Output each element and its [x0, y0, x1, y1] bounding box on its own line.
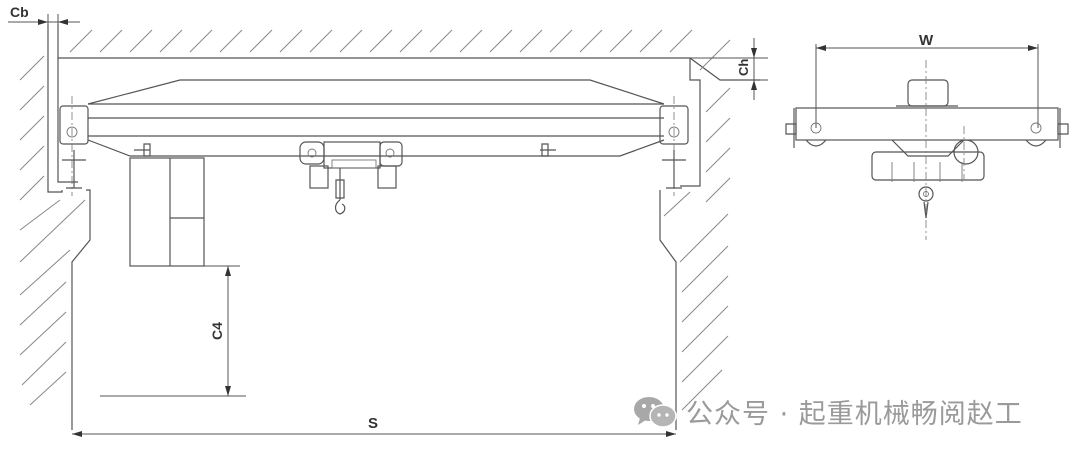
dimension-ch: Ch	[690, 38, 768, 100]
label-cb: Cb	[10, 4, 29, 20]
right-wall	[659, 58, 731, 430]
watermark: 公众号 · 起重机械畅阅赵工	[632, 392, 1023, 431]
side-view: W	[785, 32, 1069, 240]
label-width: W	[919, 32, 934, 49]
wechat-icon	[632, 395, 678, 429]
watermark-text: 公众号 · 起重机械畅阅赵工	[686, 399, 1023, 430]
label-c4: C4	[209, 322, 225, 340]
main-girder	[87, 79, 665, 157]
label-span: S	[368, 415, 378, 432]
dimension-span: S	[72, 415, 676, 437]
ceiling-hatching	[57, 24, 760, 81]
right-end-carriage	[659, 96, 689, 196]
left-wall	[19, 24, 91, 430]
hoist-trolley	[299, 141, 403, 215]
dimension-cb: Cb	[8, 4, 80, 60]
left-end-carriage	[59, 96, 89, 196]
dimension-c4: C4	[100, 265, 246, 397]
girder-stops	[134, 143, 556, 157]
control-cabinet	[129, 157, 205, 267]
label-ch: Ch	[736, 59, 751, 76]
